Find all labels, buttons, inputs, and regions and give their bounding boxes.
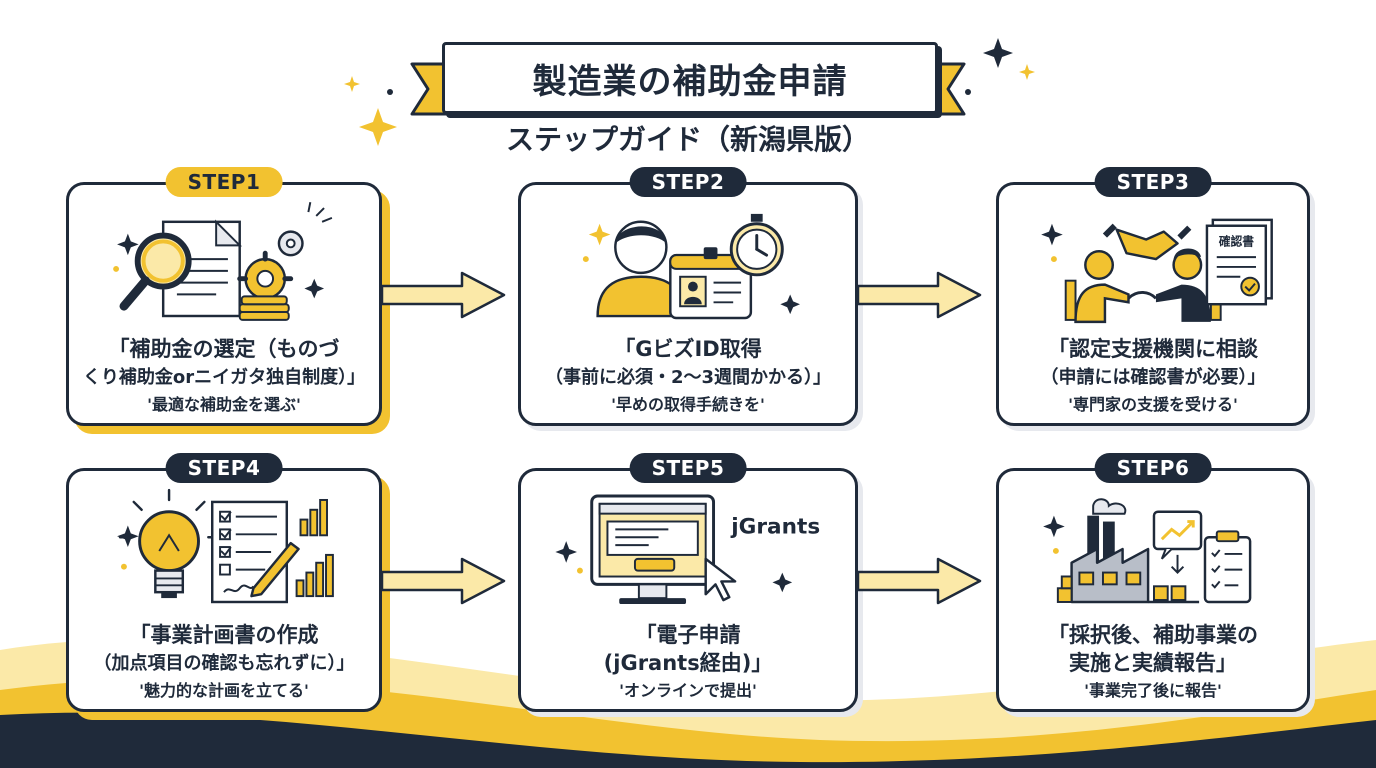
- step-card-6: STEP6 「採択後、補助事業の 実施と実績報告」 '事業完了後に報告': [996, 453, 1310, 712]
- step-card-1: STEP1 「補助金の選定（ものづ くり補助金orニイガタ独自制度）」 '最適な…: [66, 167, 382, 426]
- step5-title: 「電子申請: [635, 623, 741, 647]
- step6-note: '事業完了後に報告': [1084, 681, 1222, 700]
- jgrants-logo: jGrants: [730, 514, 820, 539]
- page-subtitle: ステップガイド（新潟県版）: [505, 123, 870, 156]
- flow-arrow-step4-to-step5: [380, 557, 506, 605]
- step1-detail: くり補助金orニイガタ独自制度）」: [82, 367, 366, 388]
- lightbulb-checklist-chart-icon: [117, 488, 334, 604]
- step1-title: 「補助金の選定（ものづ: [108, 337, 340, 361]
- sparkle-decorations: [344, 38, 1035, 146]
- title-banner: 製造業の補助金申請: [404, 38, 972, 118]
- step4-note: '魅力的な計画を立てる': [139, 681, 309, 700]
- person-id-card-clock-icon: [582, 213, 800, 320]
- step3-title: 「認定支援機関に相談: [1048, 337, 1258, 361]
- banner-title-box: 製造業の補助金申請: [442, 42, 938, 114]
- flow-arrow-step5-to-step6: [856, 557, 982, 605]
- step3-note: '専門家の支援を受ける': [1068, 395, 1238, 414]
- step-label-3: STEP3: [1094, 167, 1212, 197]
- step1-note: '最適な補助金を選ぶ': [147, 395, 301, 414]
- step2-title: 「GビズID取得: [614, 337, 762, 361]
- magnifier-document-gear-icon: [113, 202, 333, 321]
- step-card-5: STEP5 jGrants 「電子申請 (jGrants経由)」 'オンラインで…: [518, 453, 858, 712]
- step-label-4: STEP4: [165, 453, 283, 483]
- flow-arrow-step2-to-step3: [856, 271, 982, 319]
- step-card-4: STEP4 「事業計画書の作成 （加点項目の確認も忘れずに）」 '魅力的な計画を…: [66, 453, 382, 712]
- handshake-consultant-document-icon: 確認書: [1041, 218, 1273, 324]
- monitor-cursor-icon: jGrants: [555, 494, 820, 605]
- step5-note: 'オンラインで提出': [619, 681, 757, 700]
- flow-arrow-step1-to-step2: [380, 271, 506, 319]
- document-label: 確認書: [1219, 234, 1255, 248]
- step2-note: '早めの取得手続きを': [611, 395, 765, 414]
- step2-detail: （事前に必須・2〜3週間かかる）」: [544, 367, 832, 388]
- step6-detail: 実施と実績報告」: [1069, 651, 1237, 675]
- step4-title: 「事業計画書の作成: [129, 623, 319, 647]
- step-label-6: STEP6: [1094, 453, 1212, 483]
- factory-report-clipboard-icon: [1043, 498, 1252, 604]
- step-label-5: STEP5: [629, 453, 747, 483]
- step-label-1: STEP1: [165, 167, 283, 197]
- step-label-2: STEP2: [629, 167, 747, 197]
- step4-detail: （加点項目の確認も忘れずに）」: [93, 653, 355, 674]
- step6-title: 「採択後、補助事業の: [1048, 623, 1258, 647]
- page-title: 製造業の補助金申請: [532, 61, 848, 102]
- step-card-3: STEP3 確認書 「認定支援機関に相談 （申請には確認書が必要）」 '専門家の…: [996, 167, 1310, 426]
- step5-detail: (jGrants経由)」: [603, 651, 773, 675]
- step-card-2: STEP2 「GビズID取得 （事前に必須・2〜3週間かかる）」 '早めの取得手…: [518, 167, 858, 426]
- step3-detail: （申請には確認書が必要）」: [1040, 367, 1266, 388]
